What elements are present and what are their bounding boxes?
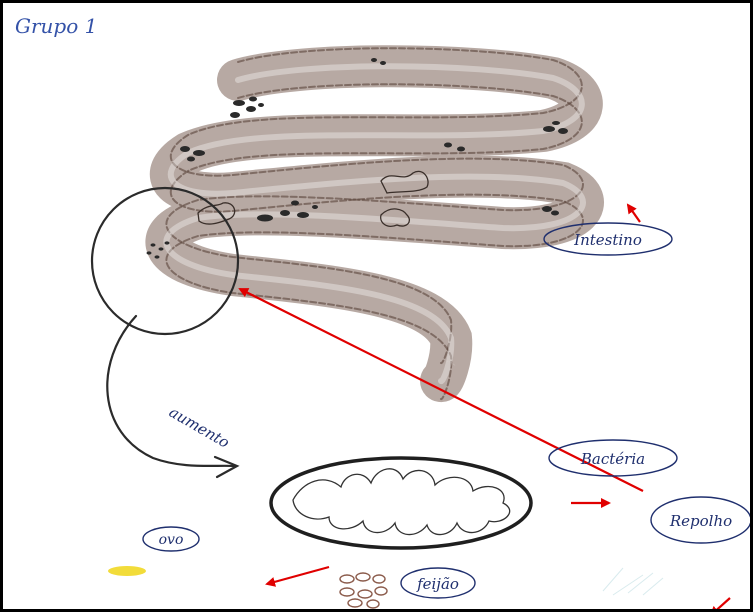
ovo-text: ovo xyxy=(159,532,184,548)
zoom-arrow xyxy=(107,316,237,477)
arrow-bottom-left xyxy=(267,567,329,584)
faint-scribble xyxy=(603,568,663,595)
intestine-cross-section xyxy=(271,458,531,548)
arrow-to-intestino xyxy=(628,205,640,222)
intestino-text: Intestino xyxy=(573,231,642,249)
label-feijao: feijão xyxy=(401,568,475,598)
bacteria-text: Bactéria xyxy=(580,450,645,468)
label-repolho: Repolho xyxy=(651,497,750,543)
arrow-corner xyxy=(711,598,730,609)
repolho-text: Repolho xyxy=(669,512,732,530)
diagram-svg: Grupo 1 aumento xyxy=(3,3,750,609)
egg-yolk-mark xyxy=(108,566,146,576)
feijao-text: feijão xyxy=(416,575,459,593)
label-bacteria: Bactéria xyxy=(549,440,677,476)
page-title: Grupo 1 xyxy=(15,14,97,38)
aumento-label: aumento xyxy=(166,403,233,452)
beans-drawing xyxy=(340,573,387,608)
label-ovo: ovo xyxy=(143,527,199,551)
